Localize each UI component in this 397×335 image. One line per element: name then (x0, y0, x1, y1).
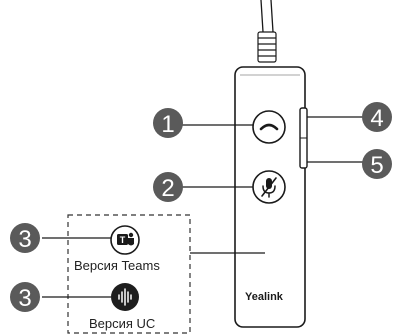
uc-button[interactable] (111, 283, 139, 311)
callout-3-teams: 3 (10, 223, 40, 253)
uc-version-label: Версия UC (89, 316, 156, 331)
callout-3-uc-number: 3 (18, 285, 31, 312)
callout-4: 4 (362, 102, 392, 132)
phone-hangup-icon (259, 123, 279, 131)
callout-1-number: 1 (161, 111, 174, 138)
teams-button[interactable]: T (110, 225, 140, 255)
strain-relief (257, 31, 277, 63)
callout-2-number: 2 (161, 175, 174, 202)
callout-3-teams-number: 3 (18, 226, 31, 253)
leader-lines (42, 116, 363, 298)
callout-4-number: 4 (370, 105, 383, 132)
callout-1: 1 (153, 108, 183, 138)
callout-5: 5 (362, 149, 392, 179)
callout-5-number: 5 (370, 152, 383, 179)
callout-2: 2 (153, 172, 183, 202)
button-variant-box (67, 214, 191, 334)
hook-button[interactable] (252, 110, 286, 144)
mute-button[interactable] (252, 170, 286, 204)
cable (260, 0, 274, 36)
teams-logo-icon: T (117, 232, 134, 246)
callout-3-uc: 3 (10, 282, 40, 312)
soundwave-icon (118, 288, 132, 306)
brand-logo: Yealink (245, 291, 283, 303)
mic-off-icon (261, 177, 277, 198)
svg-text:T: T (120, 235, 126, 245)
teams-version-label: Версия Teams (74, 258, 160, 273)
